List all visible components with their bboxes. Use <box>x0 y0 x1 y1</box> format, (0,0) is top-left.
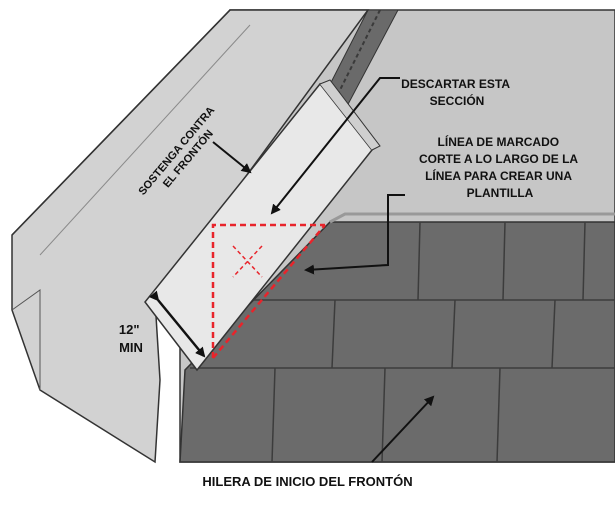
discard-mark-b <box>232 245 263 278</box>
arrow-gable-starter <box>371 395 435 463</box>
dimension-arrow <box>149 290 206 358</box>
arrow-hold-against-gable <box>212 141 252 174</box>
gable-trim-fold <box>39 24 251 256</box>
gable-trim <box>11 9 370 464</box>
label-score-line: LÍNEA DE MARCADO CORTE A LO LARGO DE LA … <box>419 134 581 200</box>
shingle-seams <box>190 221 615 463</box>
label-gable-starter-course: HILERA DE INICIO DEL FRONTÓN <box>202 474 413 489</box>
starter-lip <box>329 212 615 224</box>
arrow-discard-section <box>270 77 400 215</box>
score-line-hypotenuse <box>212 224 326 359</box>
score-line <box>211 223 325 358</box>
gable-trim-step <box>11 289 41 390</box>
gable-trim-edge <box>11 9 231 236</box>
label-dimension: 12" MIN <box>119 322 143 355</box>
arrow-score-line <box>304 194 405 275</box>
label-discard-section: DESCARTAR ESTA SECCIÓN <box>401 77 513 108</box>
ridge-vent-line <box>332 9 381 105</box>
